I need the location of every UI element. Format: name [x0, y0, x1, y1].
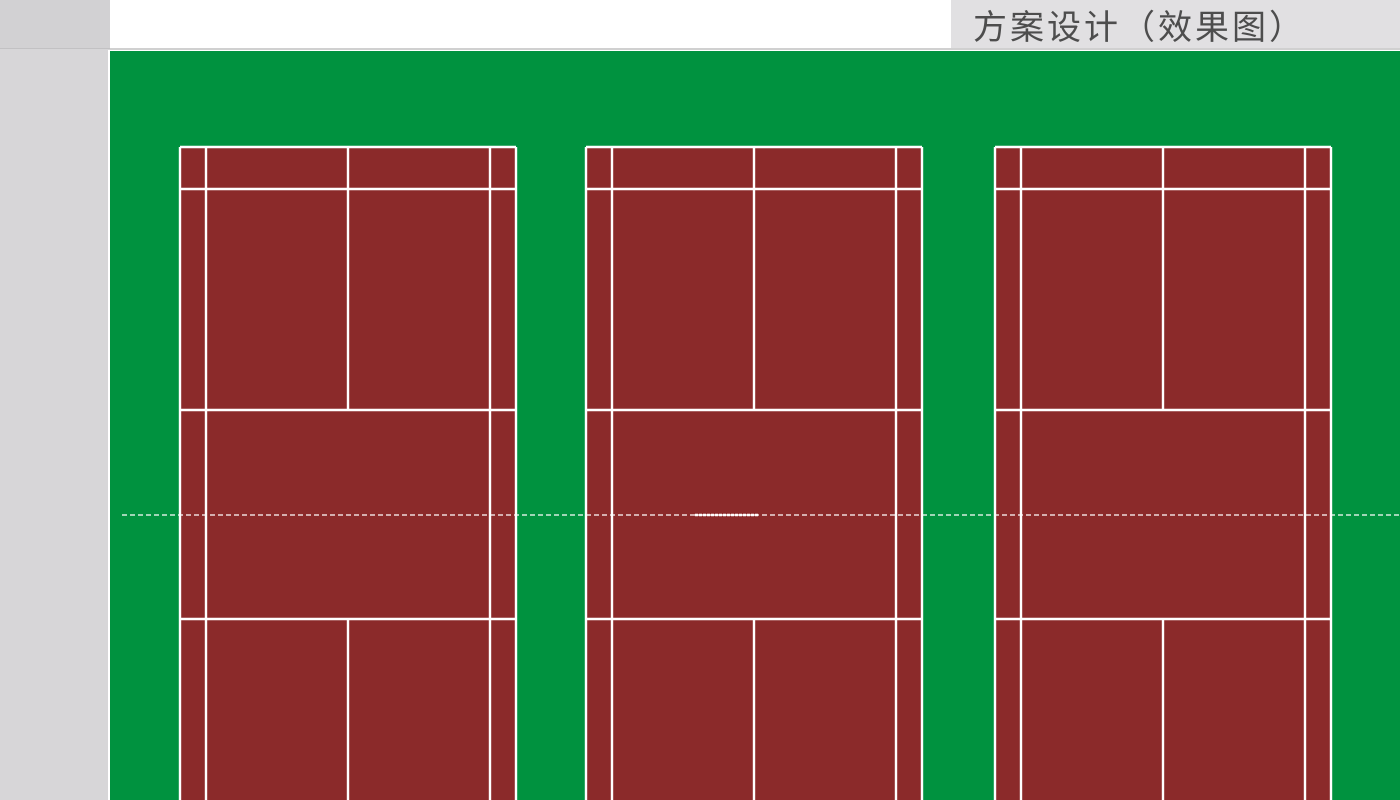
- header-divider: [110, 48, 1400, 50]
- left-margin-header: [0, 0, 110, 49]
- page-title: 方案设计（效果图）: [973, 7, 1306, 48]
- title-box: 方案设计（效果图）: [951, 0, 1400, 48]
- left-margin-strip: [0, 0, 110, 800]
- field-left-border: [108, 50, 110, 800]
